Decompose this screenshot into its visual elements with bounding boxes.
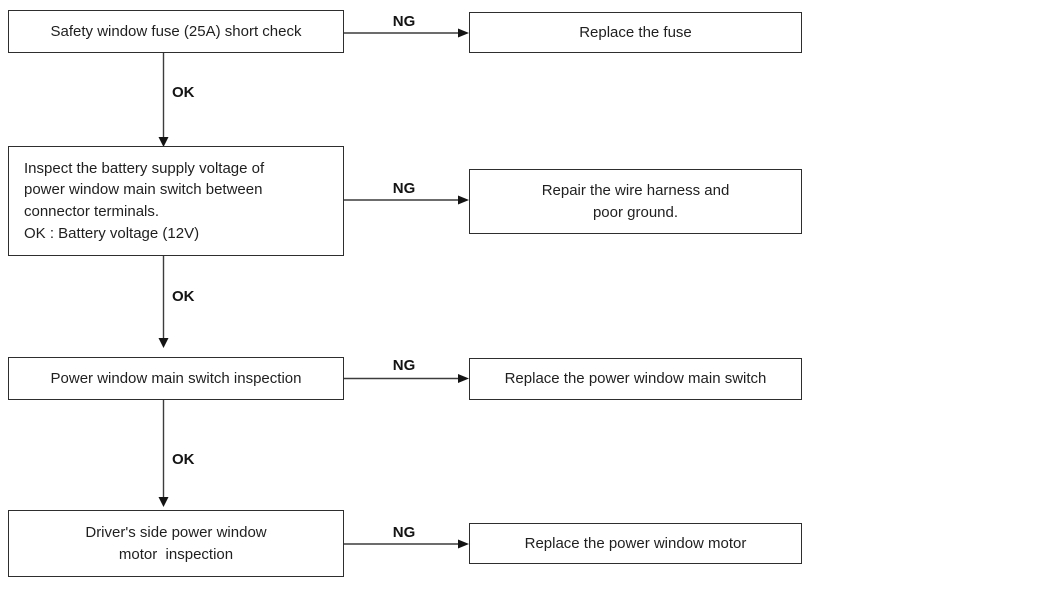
ng-arrow-3 <box>344 374 469 383</box>
ng-label-3: NG <box>392 357 416 374</box>
ok-arrow-2 <box>158 256 169 348</box>
ng-arrow-1 <box>344 28 469 38</box>
ok-arrow-1 <box>158 53 169 147</box>
action-box-repair-wire-harness: Repair the wire harness and poor ground. <box>469 169 802 234</box>
ok-label-2: OK <box>172 288 195 305</box>
check-box-main-switch-inspection: Power window main switch inspection <box>8 357 344 400</box>
ng-arrow-4 <box>344 539 469 549</box>
ng-label-2: NG <box>392 180 416 197</box>
action-box-replace-fuse: Replace the fuse <box>469 12 802 53</box>
ng-label-1: NG <box>392 13 416 30</box>
ok-label-3: OK <box>172 451 195 468</box>
ng-arrow-2 <box>344 195 469 205</box>
ok-arrow-3 <box>158 400 169 507</box>
check-box-fuse-short-check: Safety window fuse (25A) short check <box>8 10 344 53</box>
ok-label-1: OK <box>172 84 195 101</box>
action-box-replace-motor: Replace the power window motor <box>469 523 802 564</box>
check-box-battery-supply-voltage: Inspect the battery supply voltage of po… <box>8 146 344 256</box>
ng-label-4: NG <box>392 524 416 541</box>
action-box-replace-main-switch: Replace the power window main switch <box>469 358 802 400</box>
check-box-motor-inspection: Driver's side power window motor inspect… <box>8 510 344 577</box>
